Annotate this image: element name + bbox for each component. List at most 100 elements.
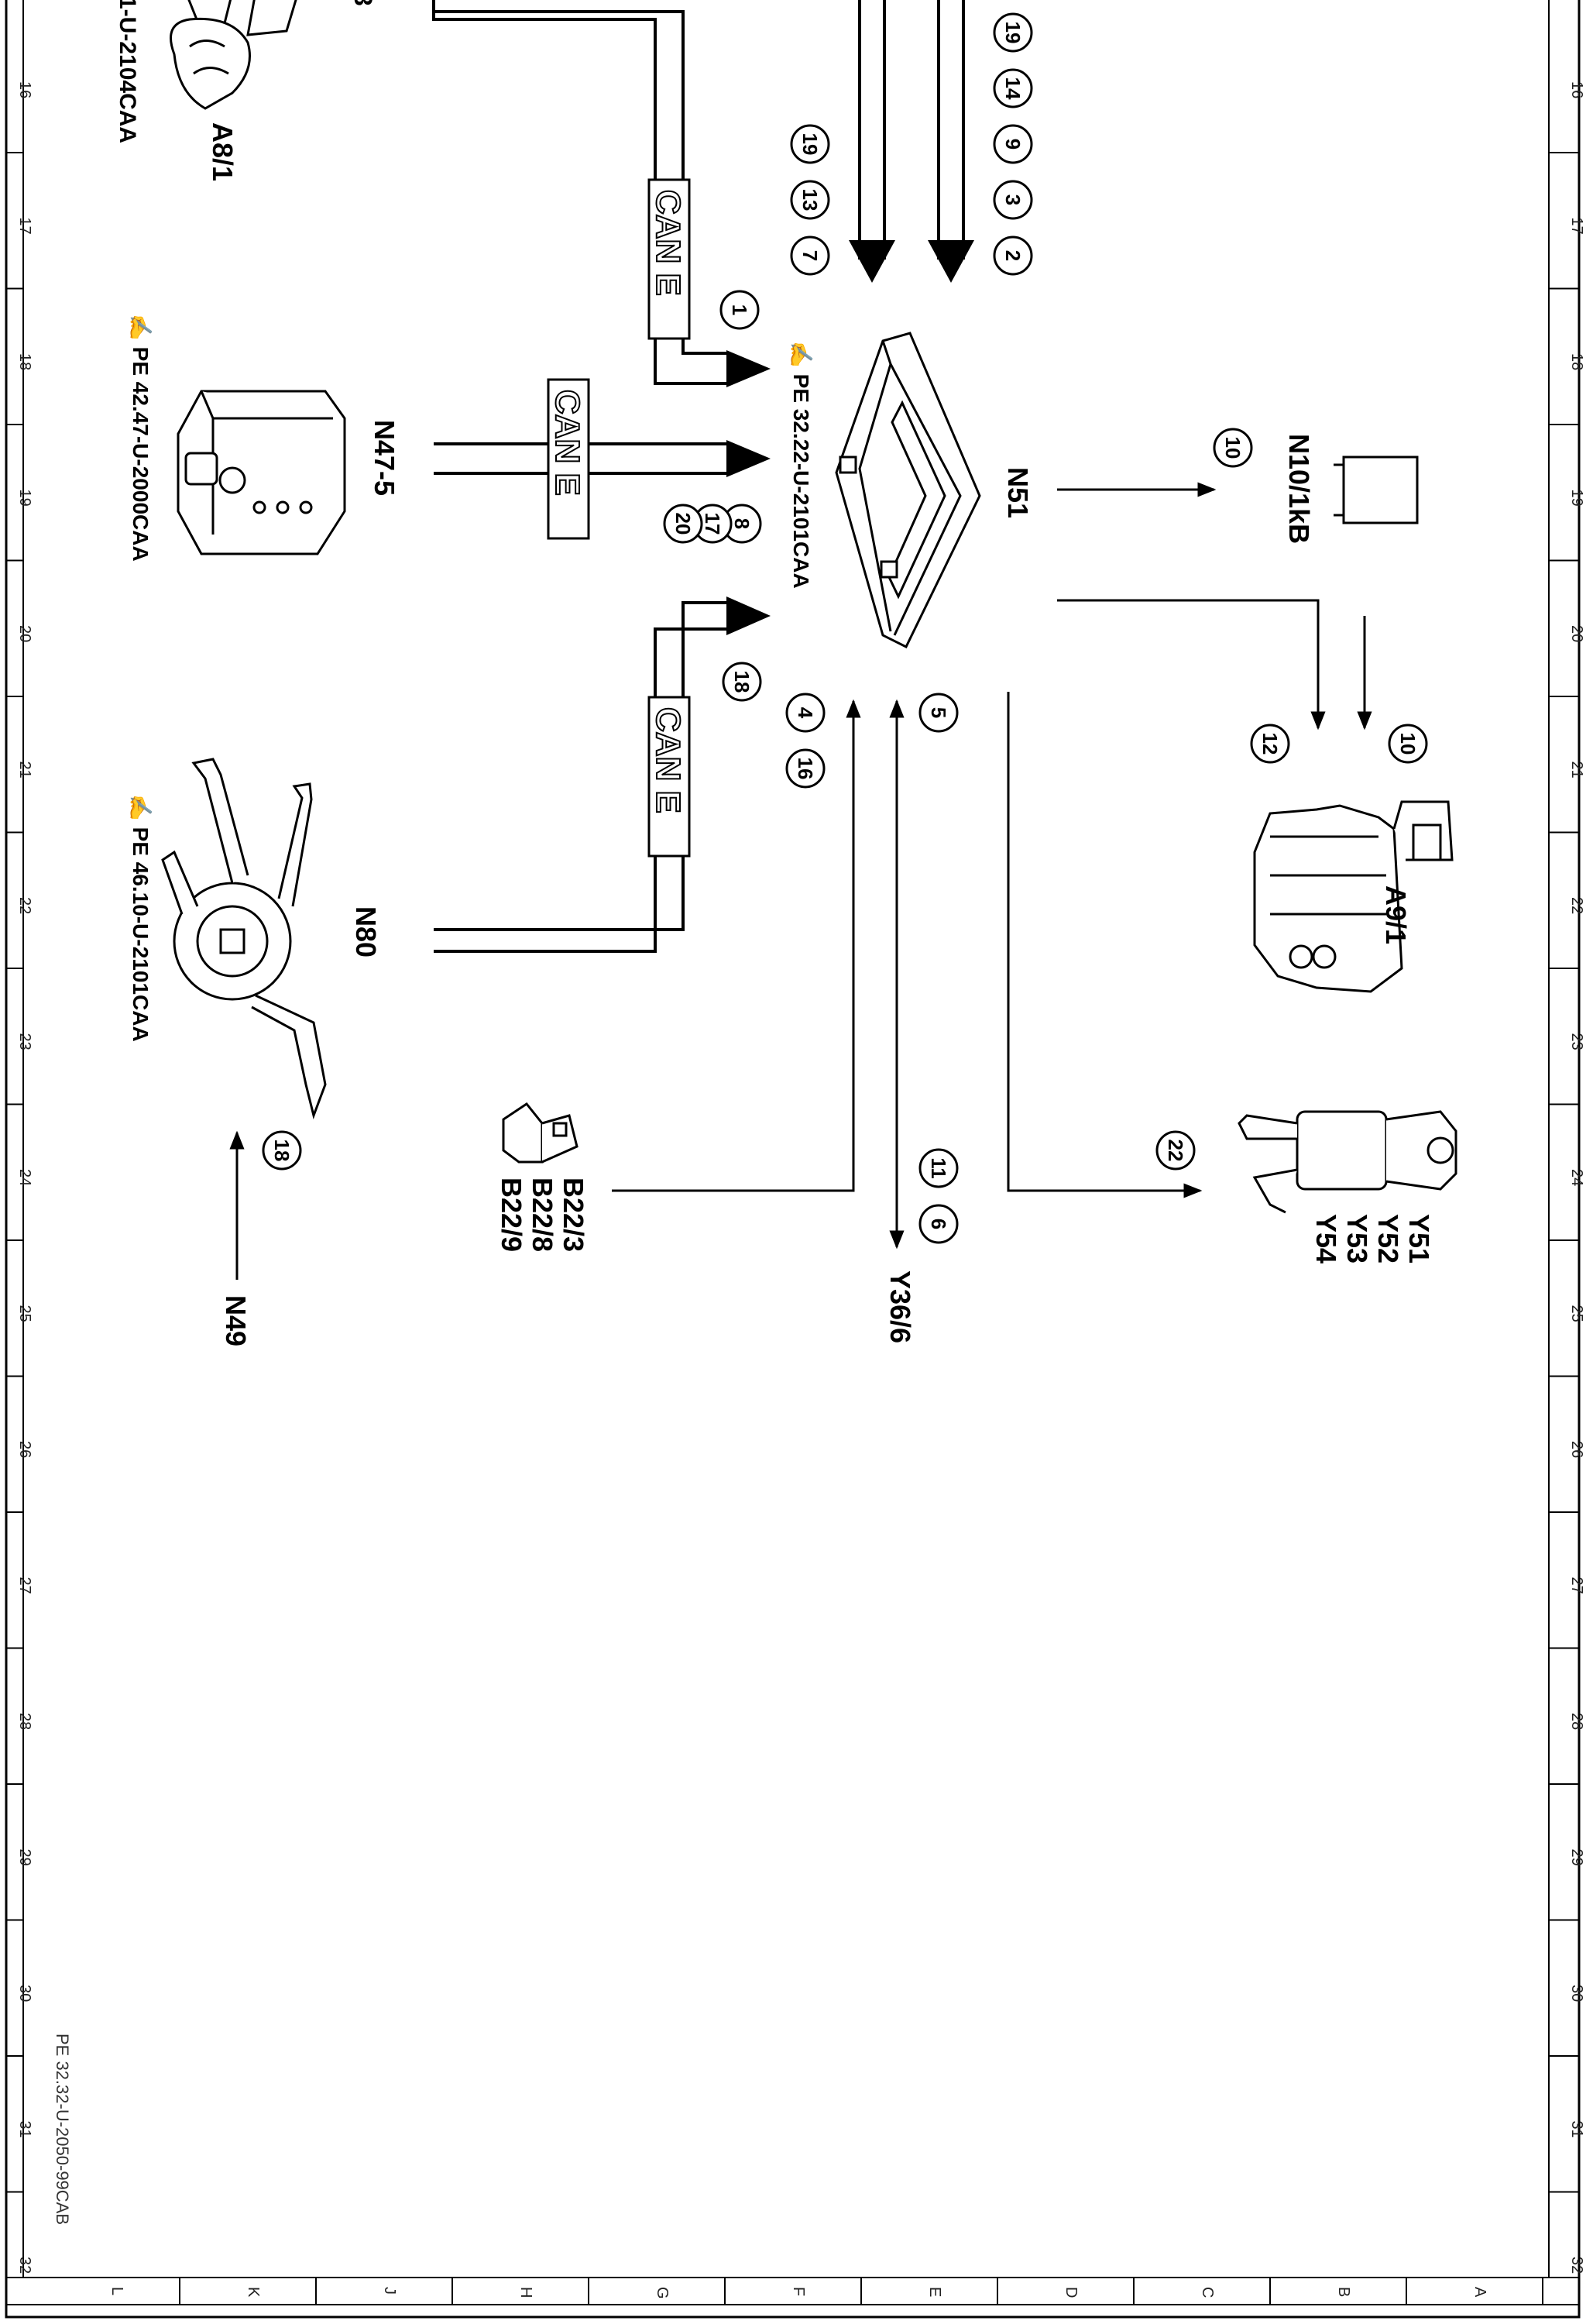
signal-number: 5 [927,707,950,718]
column-number: 32 [1568,2257,1585,2274]
column-number: 26 [16,1441,33,1458]
column-number: 19 [1568,490,1585,507]
column-number: 23 [16,1033,33,1050]
signal-number: 22 [1164,1140,1187,1162]
b22-label-2: B22/8 [527,1177,558,1252]
a9-1-label: A9/1 [1380,885,1412,944]
column-number: 21 [1568,761,1585,779]
signal-number: 12 [1258,733,1282,755]
n47-5-ref: ✍ PE 42.47-U-2000CAA [129,314,153,562]
drawing-frame [5,0,1581,2319]
n47-5-label: N47-5 [369,420,400,496]
n51-ref: ✍ PE 32.22-U-2101CAA [789,341,813,589]
pencil-icon: ✍ [789,341,813,374]
signal-marker: 1 [719,290,760,330]
y5x-picture [1238,1110,1457,1214]
column-number: 31 [1568,2121,1585,2138]
row-letter: L [108,2287,125,2295]
signal-number: 17 [701,513,724,535]
row-letter: H [517,2287,534,2298]
signal-marker: 18 [262,1130,302,1171]
column-number: 18 [1568,353,1585,370]
svg-text:CAN E: CAN E [548,390,586,496]
column-number: 20 [1568,625,1585,642]
signal-marker: 3 [993,180,1033,220]
a8-1-fragment: 3 [349,0,377,6]
signal-number: 1 [728,304,751,315]
column-number: 28 [16,1713,33,1730]
signal-number: 18 [730,671,754,693]
column-number: 22 [16,897,33,914]
row-letter: E [926,2287,943,2297]
signal-marker: 12 [1250,724,1290,764]
column-number: 28 [1568,1713,1585,1730]
signal-marker: 10 [1388,724,1428,764]
row-letter: B [1335,2287,1352,2297]
signal-number: 18 [270,1140,294,1162]
signal-marker: 13 [790,180,830,220]
can-bus-label-3: CAN E [647,696,691,858]
n80-label: N80 [350,906,382,957]
column-number: 19 [16,490,33,507]
signal-number: 4 [794,707,817,719]
n10-1kb-label: N10/1kB [1283,434,1315,544]
y36-6-label: Y36/6 [884,1270,916,1343]
svg-text:CAN E: CAN E [649,707,687,813]
column-number: 23 [1568,1033,1585,1050]
column-number: 24 [16,1169,33,1186]
pencil-icon: ✍ [129,314,153,347]
signal-number: 19 [1001,22,1025,44]
signal-marker: 9 [993,124,1033,164]
signal-marker: 6 [918,1204,959,1244]
column-number: 21 [16,761,33,779]
y5x-label-4: Y54 [1310,1214,1342,1263]
signal-marker: 19 [993,12,1033,53]
column-number: 25 [1568,1305,1585,1322]
b22-label-3: B22/9 [496,1177,527,1252]
signal-number: 7 [798,250,822,261]
a8-1-key-picture [170,0,297,110]
signal-marker: 16 [785,748,826,789]
row-letter: J [381,2287,398,2295]
signal-marker: 5 [918,693,959,733]
column-number: 29 [16,1849,33,1866]
signal-number: 11 [927,1157,950,1179]
column-number: 29 [1568,1849,1585,1866]
signal-number: 2 [1001,250,1025,261]
column-number: 24 [1568,1169,1585,1186]
signal-number: 19 [798,133,822,156]
b22-picture [502,1102,578,1164]
y5x-label-1: Y51 [1403,1214,1435,1263]
column-number: 18 [16,353,33,370]
a8-1-ref: 1-U-2104CAA [115,0,140,143]
can-bus-label-1: CAN E [647,178,691,340]
signal-number: 8 [730,518,754,529]
column-number: 16 [16,81,33,98]
signal-marker: 22 [1155,1130,1196,1171]
signal-marker: 11 [918,1148,959,1188]
signal-marker: 4 [785,693,826,733]
signal-number: 6 [927,1219,950,1229]
signal-number: 14 [1001,77,1025,100]
y5x-label-3: Y53 [1341,1214,1373,1263]
column-number: 27 [16,1577,33,1594]
doc-reference: PE 32.32-U-2050-99CAB [53,2033,72,2225]
signal-marker: 14 [993,68,1033,108]
row-letter: F [790,2287,807,2296]
signal-number: 16 [794,758,817,780]
row-letter: K [245,2287,262,2298]
signal-marker: 10 [1213,428,1253,468]
n51-control-unit-picture [835,332,981,649]
a9-1-picture [1253,800,1454,993]
column-number: 16 [1568,81,1585,98]
row-letter: D [1063,2287,1080,2298]
n47-5-picture [177,390,346,555]
column-number: 30 [16,1985,33,2002]
signal-marker: 18 [722,662,762,702]
row-letter: G [654,2287,671,2299]
wires [229,0,1372,1280]
signal-marker: 17 [692,504,733,544]
